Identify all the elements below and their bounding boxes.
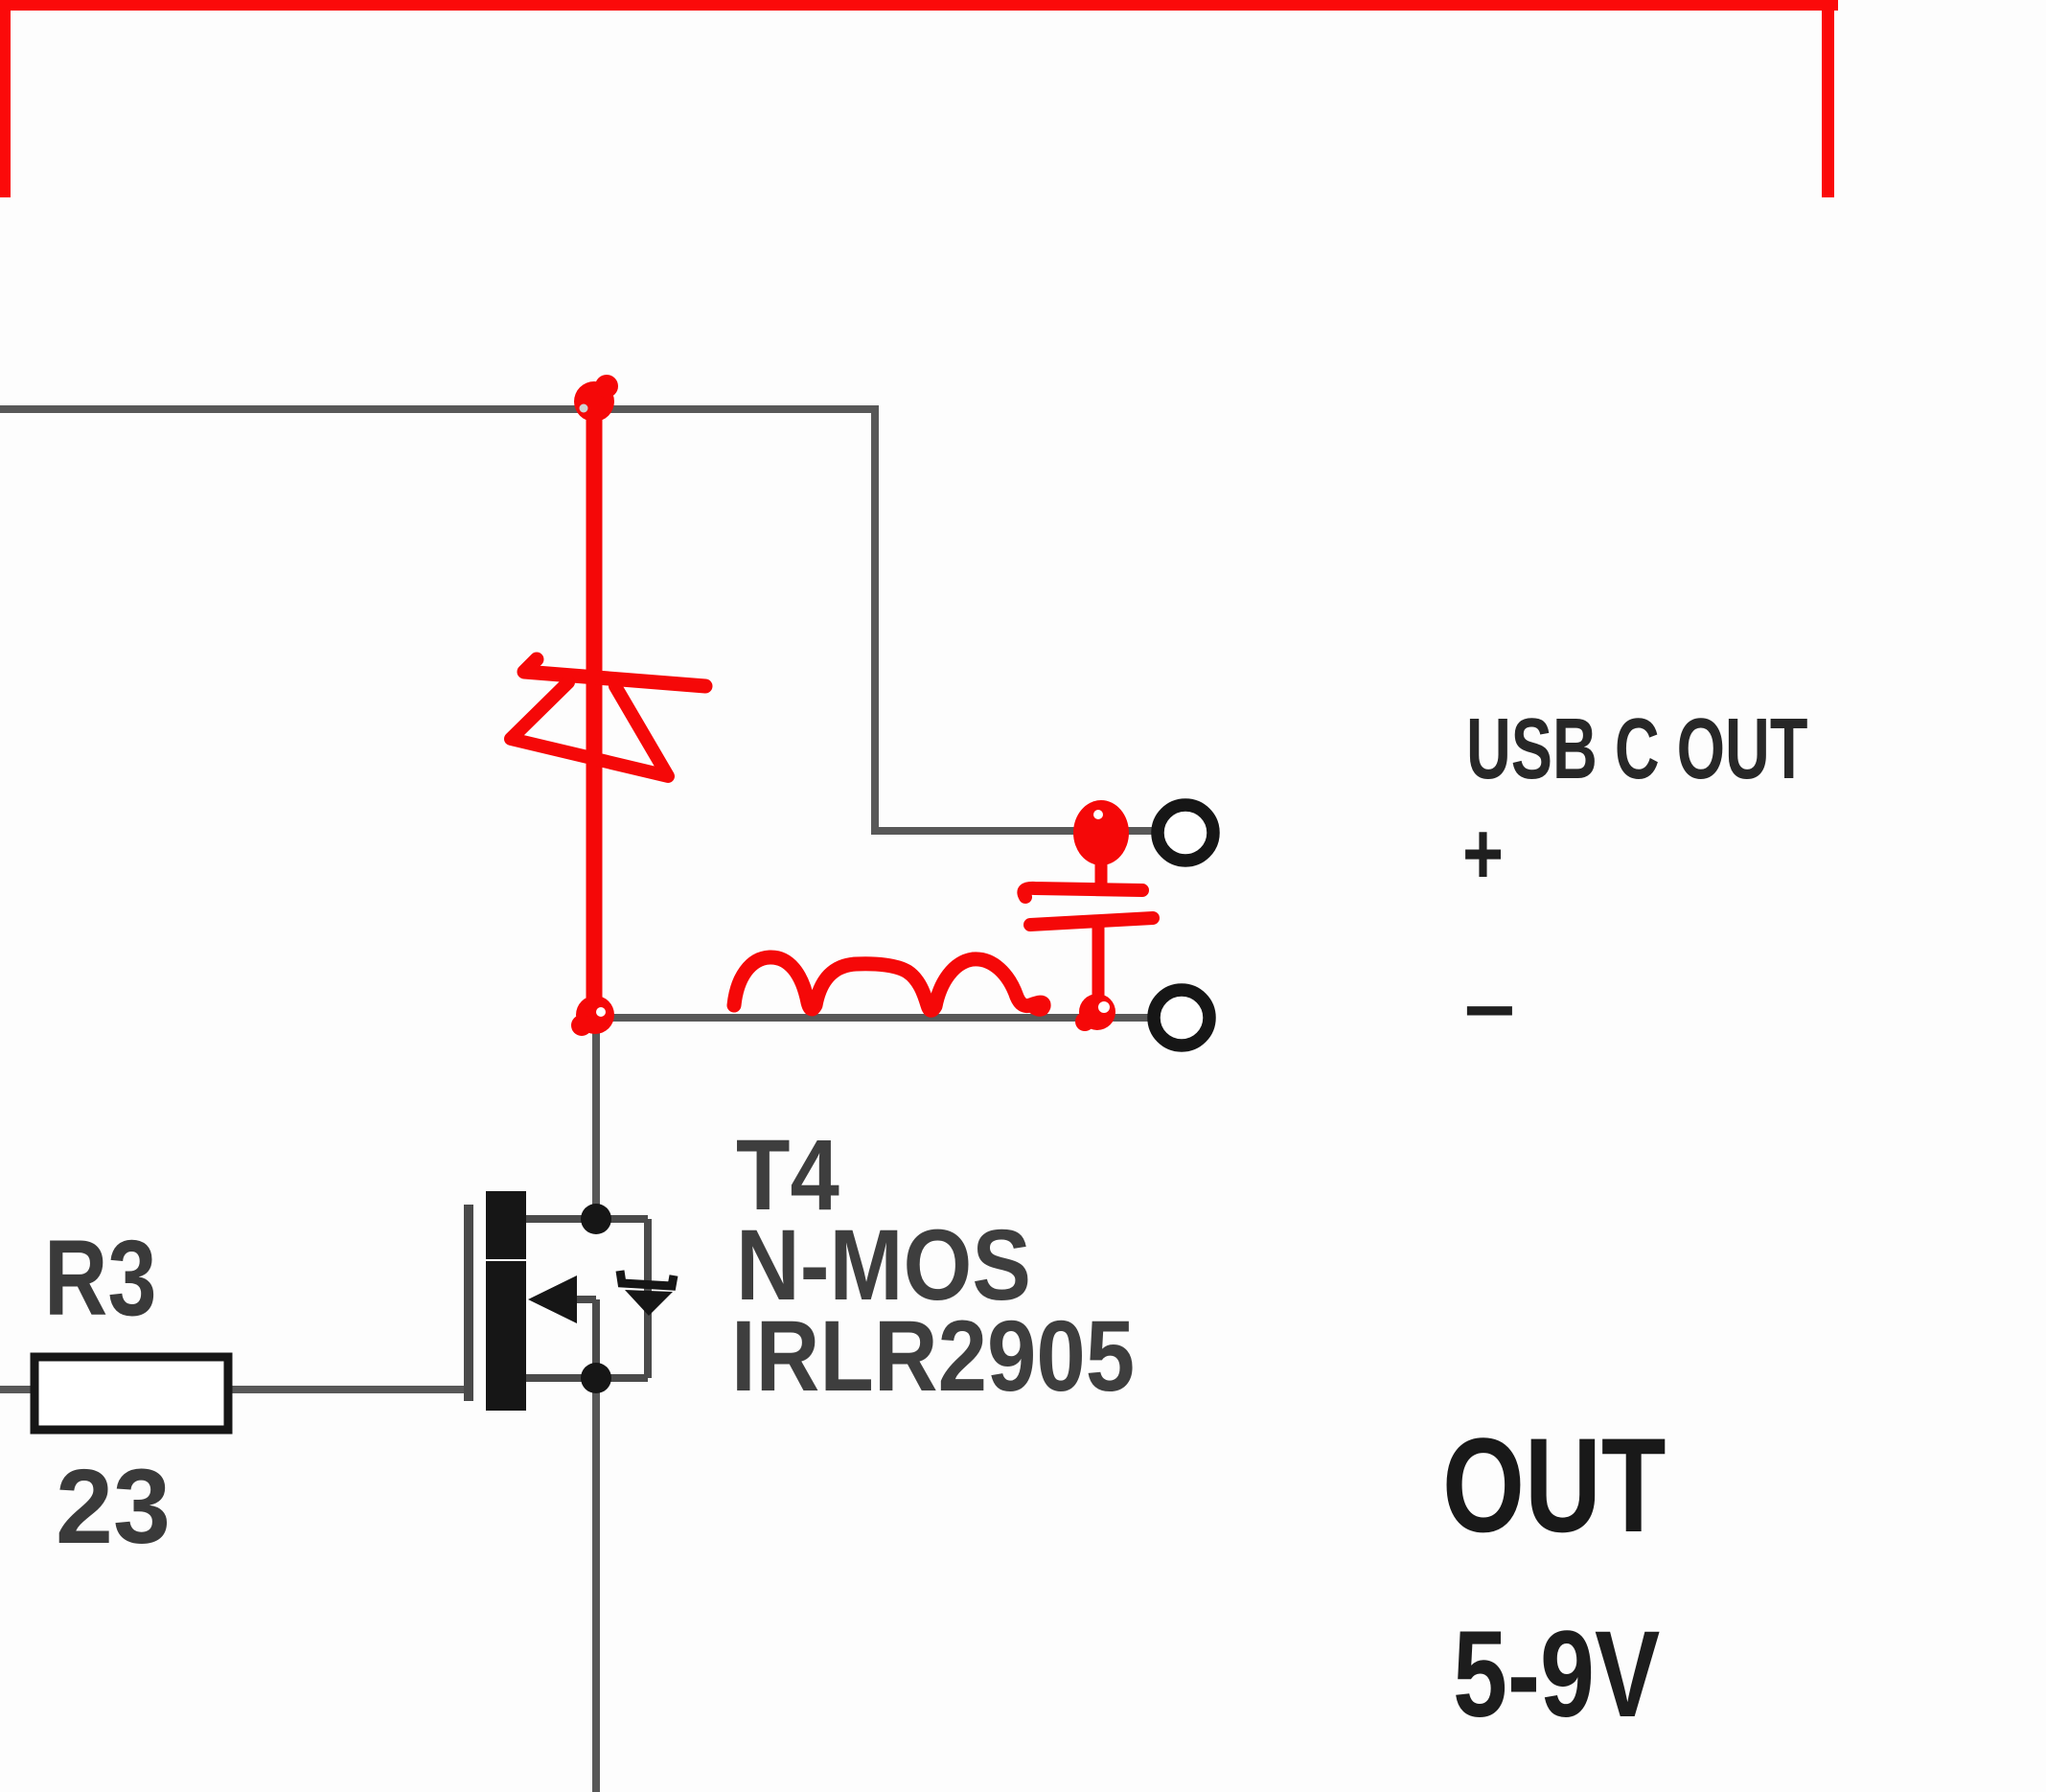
red-blob-highlights xyxy=(579,403,1110,1017)
resistor-ref-label: R3 xyxy=(44,1218,157,1338)
mosfet-type-label: N-MOS xyxy=(736,1209,1031,1321)
capacitor-top-plate-sketch xyxy=(1017,881,1149,904)
minus-terminal-label: – xyxy=(1464,953,1515,1055)
capacitor-top-blob-notch xyxy=(1093,810,1103,819)
top-rail-wire xyxy=(0,405,1153,835)
mosfet-part-label: IRLR2905 xyxy=(731,1300,1136,1413)
source-junction-dot xyxy=(581,1363,611,1393)
inductor-coil-sketch xyxy=(726,950,1051,1018)
body-diode-bar xyxy=(615,1270,678,1291)
terminal-minus-circle xyxy=(1147,983,1216,1052)
mosfet-black-parts xyxy=(486,1191,673,1411)
junction-dot-mid-lobe xyxy=(571,1015,592,1036)
frame-top-bar xyxy=(0,0,1838,11)
junction-dot-top-notch xyxy=(579,403,588,413)
resistor-body xyxy=(30,1352,233,1435)
capacitor-bottom-blob-lobe xyxy=(1075,1012,1094,1031)
bulk-arrow xyxy=(528,1275,577,1323)
drain-junction-dot xyxy=(581,1204,611,1234)
plus-terminal-label: + xyxy=(1462,805,1504,903)
red-highlight-frame xyxy=(0,0,1838,197)
frame-left-stub xyxy=(0,0,11,197)
junction-dot-mid-notch xyxy=(596,1007,606,1017)
mid-rail-wire xyxy=(592,1014,1149,1219)
gray-wires xyxy=(0,405,1153,1792)
channel-bar-bottom xyxy=(486,1333,526,1411)
usb-c-out-label: USB C OUT xyxy=(1466,701,1808,797)
capacitor-bottom-plate-sketch xyxy=(1023,911,1160,931)
mosfet-symbol xyxy=(464,1191,678,1411)
channel-bar-mid xyxy=(486,1261,526,1333)
out-title-label: OUT xyxy=(1442,1410,1667,1560)
terminal-plus-circle xyxy=(1151,798,1220,867)
diode-cathode-bar-sketch xyxy=(517,652,713,694)
capacitor-bottom-blob-notch xyxy=(1098,1001,1110,1013)
capacitor-top-blob xyxy=(1073,800,1129,865)
red-sketch-blobs xyxy=(571,375,1129,1036)
output-terminals xyxy=(1147,798,1220,1052)
channel-bar-top xyxy=(486,1191,526,1259)
frame-right-stub xyxy=(1822,0,1834,197)
diode-triangle-sketch xyxy=(504,676,675,783)
mosfet-bulk-link xyxy=(576,1296,600,1368)
red-sketch-strokes xyxy=(504,394,1160,1018)
junction-dot-top-lobe xyxy=(595,375,618,398)
resistor-value-label: 23 xyxy=(56,1448,171,1566)
out-voltage-label: 5-9V xyxy=(1453,1606,1661,1743)
body-diode-triangle xyxy=(625,1290,673,1316)
mosfet-ref-label: T4 xyxy=(736,1119,839,1231)
